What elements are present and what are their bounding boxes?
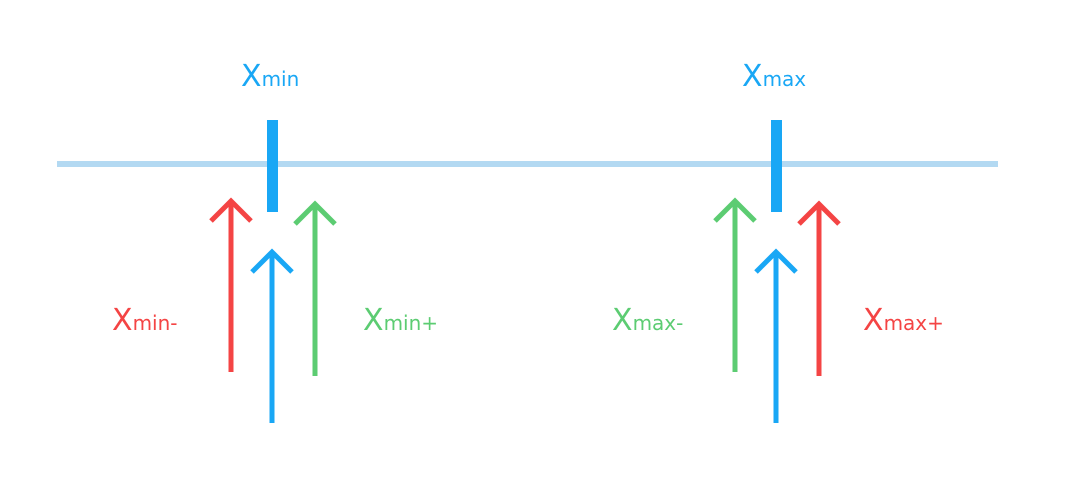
xmax-arrow-icon — [754, 248, 798, 423]
label-xmax-sub: max — [762, 67, 807, 91]
xmin-arrow-icon — [250, 248, 294, 423]
label-xmin-minus-sub: min- — [132, 311, 178, 335]
xmax-plus-arrow-icon — [797, 200, 841, 376]
xmin-minus-arrow-icon — [209, 197, 253, 372]
label-xmin-main: X — [241, 59, 262, 94]
label-xmin: Xmin — [241, 62, 299, 92]
label-xmax-minus-sub: max- — [632, 311, 684, 335]
label-xmin-plus-main: X — [363, 303, 384, 338]
label-xmax-minus: Xmax- — [612, 306, 683, 336]
label-xmax: Xmax — [742, 62, 806, 92]
label-xmin-minus-main: X — [112, 303, 133, 338]
label-xmin-sub: min — [261, 67, 300, 91]
label-xmin-minus: Xmin- — [112, 306, 178, 336]
label-xmax-minus-main: X — [612, 303, 633, 338]
label-xmax-main: X — [742, 59, 763, 94]
label-xmax-plus-sub: max+ — [883, 311, 944, 335]
label-xmin-plus-sub: min+ — [383, 311, 439, 335]
label-xmax-plus: Xmax+ — [863, 306, 944, 336]
label-xmax-plus-main: X — [863, 303, 884, 338]
xmax-marker — [771, 120, 782, 212]
xmin-marker — [267, 120, 278, 212]
xmax-minus-arrow-icon — [713, 197, 757, 372]
xmin-plus-arrow-icon — [293, 200, 337, 376]
label-xmin-plus: Xmin+ — [363, 306, 438, 336]
